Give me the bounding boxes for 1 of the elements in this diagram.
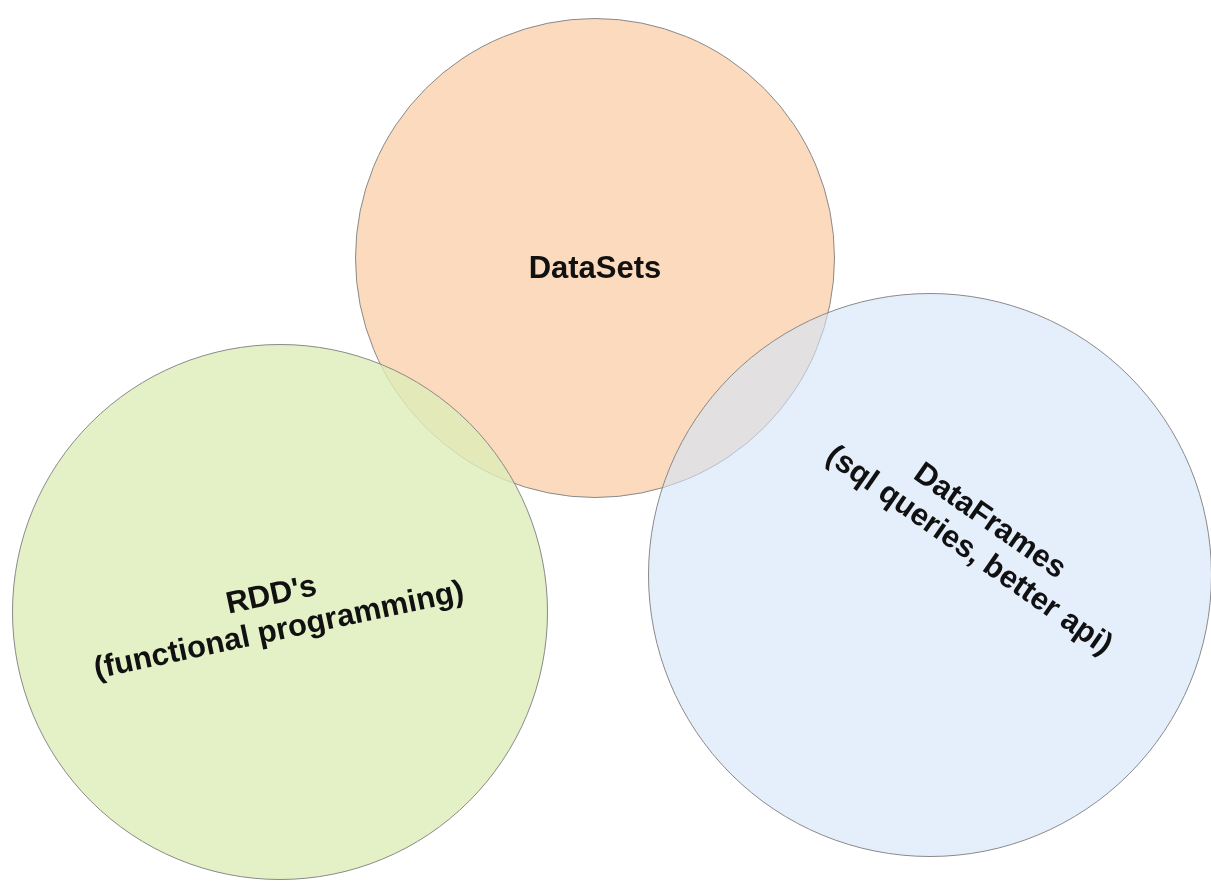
circle-title: DataSets [528, 250, 662, 286]
